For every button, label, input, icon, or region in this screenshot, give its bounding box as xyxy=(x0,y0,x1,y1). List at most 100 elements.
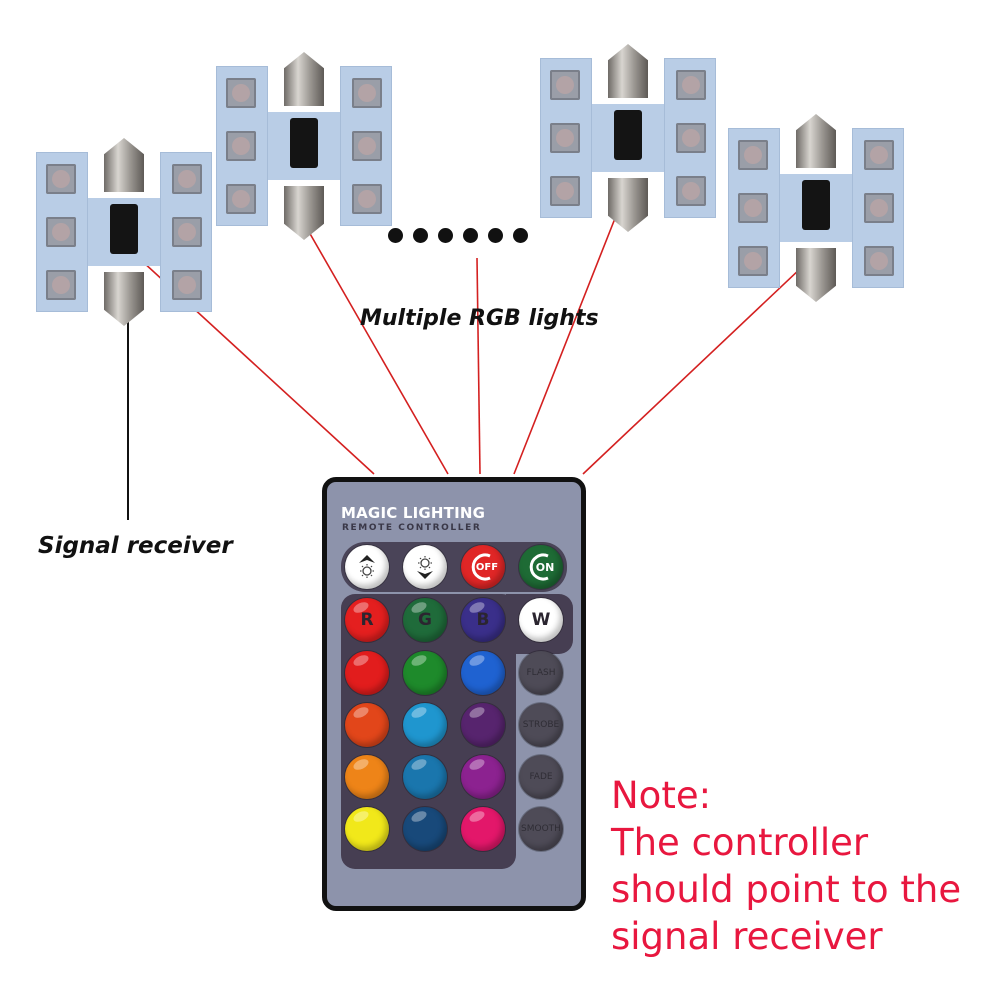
led-chip xyxy=(864,193,894,223)
led-chip xyxy=(864,246,894,276)
led-chip xyxy=(864,140,894,170)
ir-receiver-chip xyxy=(290,118,318,168)
led-chip xyxy=(550,70,580,100)
led-chip xyxy=(46,217,76,247)
signal-line-2 xyxy=(304,224,449,475)
led-chip xyxy=(676,176,706,206)
led-chip xyxy=(738,193,768,223)
color-button-b[interactable]: B xyxy=(461,598,505,642)
festoon-cap-top xyxy=(608,44,648,98)
led-chip xyxy=(738,246,768,276)
festoon-cap-bottom xyxy=(608,178,648,232)
color-button-r[interactable]: R xyxy=(345,598,389,642)
brightness-down-button[interactable] xyxy=(403,545,447,589)
mode-label: SMOOTH xyxy=(521,824,561,834)
color-button[interactable] xyxy=(345,807,389,851)
led-chip xyxy=(676,70,706,100)
rgb-light-1 xyxy=(36,138,212,326)
festoon-cap-bottom xyxy=(104,272,144,326)
led-chip xyxy=(46,270,76,300)
led-chip xyxy=(172,270,202,300)
led-chip xyxy=(46,164,76,194)
button-letter: G xyxy=(418,610,432,630)
led-chip xyxy=(352,131,382,161)
led-chip xyxy=(172,164,202,194)
ellipsis-dot xyxy=(438,228,453,243)
mode-button-smooth[interactable]: SMOOTH xyxy=(519,807,563,851)
rgb-light-3 xyxy=(540,44,716,232)
led-chip xyxy=(172,217,202,247)
festoon-cap-top xyxy=(284,52,324,106)
note-line-3: should point to the xyxy=(611,868,962,911)
ir-receiver-chip xyxy=(614,110,642,160)
led-chip xyxy=(738,140,768,170)
color-button[interactable] xyxy=(403,651,447,695)
ir-receiver-chip xyxy=(110,204,138,254)
note-line-4: signal receiver xyxy=(611,915,883,958)
mode-label: STROBE xyxy=(522,720,560,730)
ellipsis-dots xyxy=(388,228,528,243)
led-chip xyxy=(226,184,256,214)
color-button[interactable] xyxy=(461,703,505,747)
led-chip xyxy=(676,123,706,153)
led-chip xyxy=(226,78,256,108)
sun-up-icon xyxy=(359,555,375,578)
mode-label: FLASH xyxy=(526,668,556,678)
color-button[interactable] xyxy=(403,703,447,747)
note-line-2: The controller xyxy=(611,821,869,864)
mode-button-strobe[interactable]: STROBE xyxy=(519,703,563,747)
signal-line-3 xyxy=(476,257,481,475)
ellipsis-dot xyxy=(388,228,403,243)
off-label: OFF xyxy=(475,561,499,573)
led-chip xyxy=(352,78,382,108)
multiple-lights-label: Multiple RGB lights xyxy=(360,306,599,331)
sun-down-icon xyxy=(417,556,433,579)
rgb-light-4 xyxy=(728,114,904,302)
signal-line-4 xyxy=(513,187,628,475)
button-letter: R xyxy=(360,610,374,630)
brightness-up-button[interactable] xyxy=(345,545,389,589)
button-letter: B xyxy=(476,610,490,630)
festoon-cap-top xyxy=(104,138,144,192)
color-button[interactable] xyxy=(345,755,389,799)
led-chip xyxy=(226,131,256,161)
led-chip xyxy=(550,123,580,153)
rgb-light-2 xyxy=(216,52,392,240)
mode-button-flash[interactable]: FLASH xyxy=(519,651,563,695)
on-label: ON xyxy=(535,560,555,574)
color-button[interactable] xyxy=(345,651,389,695)
color-button[interactable] xyxy=(461,755,505,799)
remote-subtitle: REMOTE CONTROLLER xyxy=(342,523,482,533)
mode-label: FADE xyxy=(529,772,553,782)
color-button[interactable] xyxy=(461,651,505,695)
color-button-panel: R G B W FLASH STROBE FADE SMOOTH xyxy=(341,594,573,869)
festoon-cap-top xyxy=(796,114,836,168)
color-button-g[interactable]: G xyxy=(403,598,447,642)
color-button[interactable] xyxy=(403,807,447,851)
color-button[interactable] xyxy=(403,755,447,799)
ellipsis-dot xyxy=(463,228,478,243)
note-line-1: Note: xyxy=(611,774,712,817)
led-chip xyxy=(550,176,580,206)
festoon-cap-bottom xyxy=(284,186,324,240)
mode-button-fade[interactable]: FADE xyxy=(519,755,563,799)
ir-receiver-chip xyxy=(802,180,830,230)
on-button[interactable]: ON xyxy=(519,545,563,589)
power-off-icon xyxy=(471,553,491,581)
signal-receiver-label: Signal receiver xyxy=(38,533,233,559)
ellipsis-dot xyxy=(513,228,528,243)
note-text: Note: The controller should point to the… xyxy=(611,772,961,960)
button-letter: W xyxy=(531,610,551,630)
ellipsis-dot xyxy=(413,228,428,243)
festoon-cap-bottom xyxy=(796,248,836,302)
off-button[interactable]: OFF xyxy=(461,545,505,589)
color-button-w[interactable]: W xyxy=(519,598,563,642)
power-on-icon xyxy=(529,553,549,581)
led-chip xyxy=(352,184,382,214)
color-button[interactable] xyxy=(345,703,389,747)
ellipsis-dot xyxy=(488,228,503,243)
remote-brand: MAGIC LIGHTING xyxy=(341,504,486,522)
color-button[interactable] xyxy=(461,807,505,851)
remote-controller: MAGIC LIGHTING REMOTE CONTROLLER OFF ON … xyxy=(322,477,586,911)
